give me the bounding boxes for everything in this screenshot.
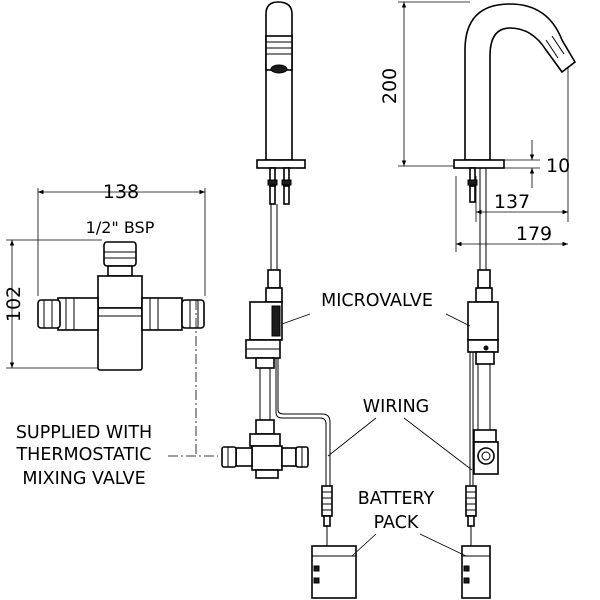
wiring-label: WIRING xyxy=(363,397,429,417)
microvalve-label: MICROVALVE xyxy=(321,291,433,311)
component-callouts: MICROVALVE WIRING BATTERY PACK xyxy=(281,291,473,557)
right-nut xyxy=(181,299,205,329)
spout-height-label: 200 xyxy=(379,68,401,104)
front-view-tap xyxy=(221,1,357,599)
reach-label: 137 xyxy=(494,191,530,213)
side-spout xyxy=(464,3,577,161)
top-inlet-nut xyxy=(103,241,137,267)
mixing-valve-drawing: 138 1/2" BSP 102 xyxy=(3,181,206,371)
side-microvalve xyxy=(467,301,499,341)
width-dimension-label: 138 xyxy=(103,181,139,203)
battery-label-line-1: BATTERY xyxy=(358,489,435,509)
supplied-line-3: MIXING VALVE xyxy=(22,469,145,489)
valve-body xyxy=(97,275,143,309)
front-mixer-body xyxy=(251,445,283,471)
front-base-plate xyxy=(256,159,306,169)
side-wire-connector xyxy=(465,485,477,517)
side-view-tap: 200 10 137 179 xyxy=(379,1,577,599)
front-wiring xyxy=(275,358,327,486)
base-thickness-label: 10 xyxy=(546,155,570,177)
battery-label-line-2: PACK xyxy=(374,513,419,533)
supplied-with-callout: SUPPLIED WITH THERMOSTATIC MIXING VALVE xyxy=(15,300,218,489)
overall-reach-label: 179 xyxy=(516,223,552,245)
front-spout xyxy=(265,1,293,161)
side-base-plate xyxy=(453,159,505,169)
supplied-line-1: SUPPLIED WITH xyxy=(16,423,152,443)
height-dimension-label: 102 xyxy=(3,286,25,322)
side-battery-pack xyxy=(461,545,491,599)
inlet-size-label: 1/2" BSP xyxy=(86,218,155,237)
front-wire-connector xyxy=(321,485,333,517)
left-fitting xyxy=(57,297,99,331)
supplied-line-2: THERMOSTATIC xyxy=(15,445,151,465)
left-nut xyxy=(37,299,61,329)
side-microvalve-collar xyxy=(467,339,499,353)
right-fitting xyxy=(141,297,183,331)
front-battery-pack xyxy=(311,545,357,599)
